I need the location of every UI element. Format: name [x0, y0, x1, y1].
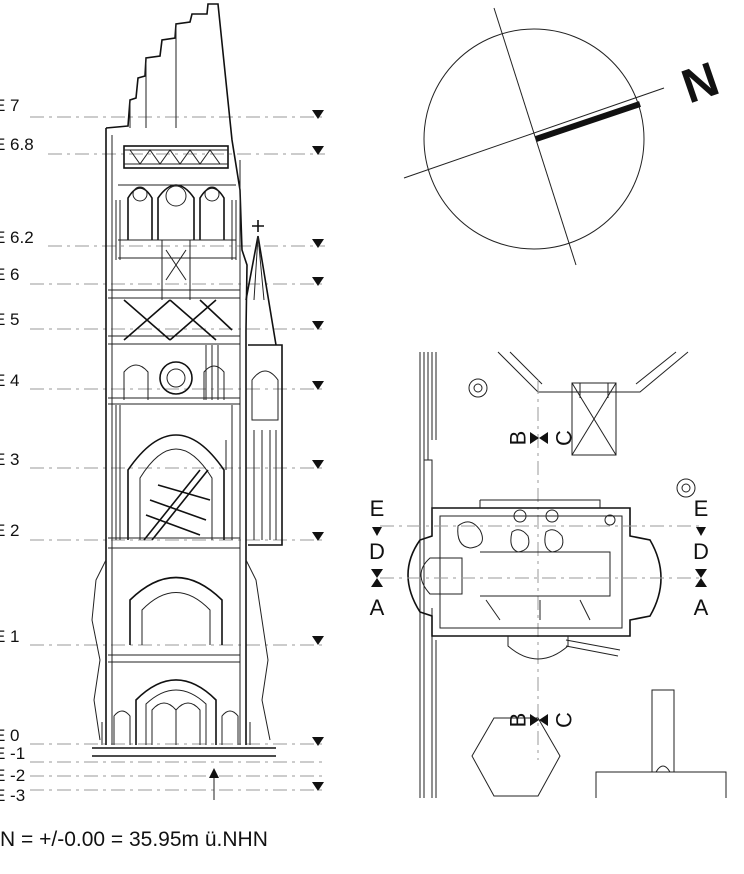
level-label: E 3: [0, 450, 20, 469]
section-marker-a: A: [370, 595, 385, 620]
datum-caption: N = +/-0.00 = 35.95m ü.NHN: [0, 828, 268, 851]
section-marker-e: E: [370, 496, 385, 521]
section-marker-c: C: [552, 712, 577, 728]
section-marker-d: D: [369, 539, 385, 564]
floor-plan: [380, 351, 727, 798]
level-lines: [30, 116, 325, 791]
section-marker-a: A: [694, 595, 709, 620]
level-markers: [312, 110, 324, 791]
level-label: E 0: [0, 726, 20, 745]
level-label: E 5: [0, 310, 20, 329]
section-marker-c: C: [552, 430, 577, 446]
level-labels: E 7 E 6.8 E 6.2 E 6 E 5 E 4 E 3 E 2 E 1 …: [0, 96, 34, 805]
section-marker-e: E: [694, 496, 709, 521]
level-label: E 4: [0, 371, 20, 390]
level-label: E -3: [0, 786, 25, 805]
section-marker-d: D: [693, 539, 709, 564]
level-label: E 7: [0, 96, 20, 115]
level-label: E 2: [0, 521, 20, 540]
section-marker-b: B: [506, 713, 531, 728]
section-marker-b: B: [506, 431, 531, 446]
level-label: E -2: [0, 766, 25, 785]
north-arrow-compass: N: [403, 7, 726, 266]
north-label: N: [675, 53, 725, 114]
tower-elevation: [91, 3, 276, 800]
level-label: E 6.2: [0, 228, 34, 247]
level-label: E -1: [0, 744, 25, 763]
level-label: E 6.8: [0, 135, 34, 154]
level-label: E 6: [0, 265, 20, 284]
section-markers: B C B C E D A E D A: [369, 430, 709, 728]
level-label: E 1: [0, 627, 20, 646]
spire: [225, 220, 283, 546]
